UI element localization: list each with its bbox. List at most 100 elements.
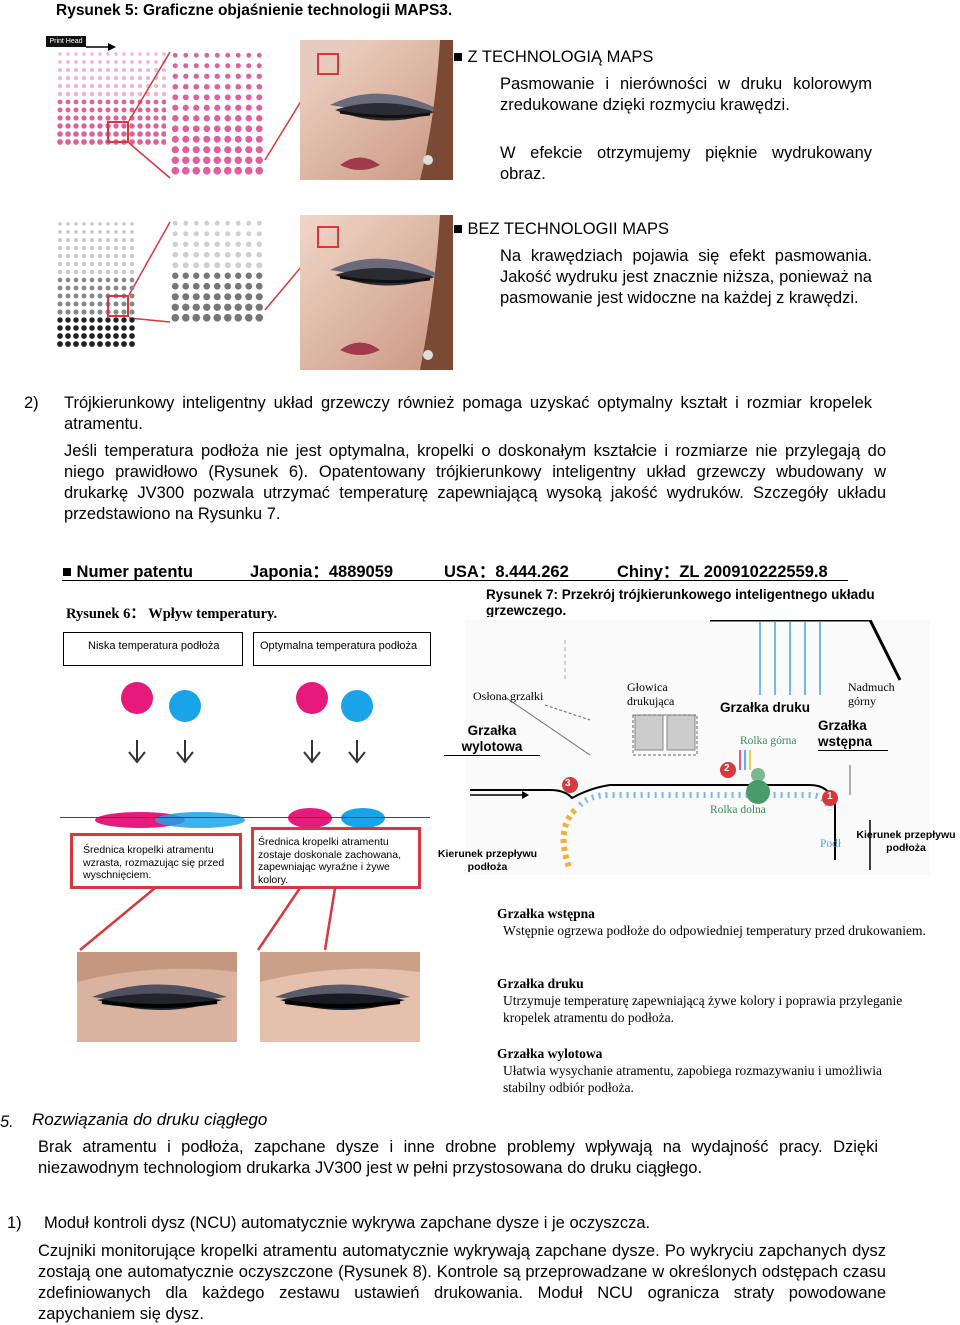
- pattern-dot: [172, 241, 178, 247]
- pattern-dot: [121, 131, 127, 137]
- pattern-dot: [255, 293, 263, 301]
- pattern-dot: [214, 251, 221, 258]
- pattern-dot: [172, 231, 178, 237]
- pattern-dot: [121, 285, 127, 291]
- pattern-dot: [90, 238, 94, 242]
- pattern-dot: [81, 99, 87, 105]
- low-temp-desc: Średnica kropelki atramentu wzrasta, roz…: [70, 833, 242, 889]
- pattern-dot: [246, 52, 252, 58]
- pattern-dot: [224, 135, 232, 143]
- pattern-dot: [224, 125, 232, 133]
- pattern-dot: [192, 293, 200, 301]
- pattern-dot: [129, 269, 135, 275]
- pattern-dot: [121, 317, 127, 323]
- pattern-dot: [98, 222, 102, 226]
- pattern-dot: [129, 107, 135, 113]
- pattern-dot: [97, 99, 103, 105]
- pattern-dot: [121, 253, 127, 259]
- pattern-dot: [57, 107, 63, 113]
- pattern-dot: [172, 83, 179, 90]
- pattern-dot: [129, 253, 135, 259]
- pattern-dot: [81, 333, 87, 339]
- badge-1: 1: [827, 791, 833, 802]
- pattern-dot: [73, 333, 79, 339]
- pattern-dot: [129, 301, 135, 307]
- label-top-blow: Nadmuch górny: [848, 680, 895, 708]
- pattern-dot: [121, 83, 127, 89]
- pattern-dot: [154, 68, 158, 72]
- pattern-dot: [105, 83, 111, 89]
- pattern-dot: [137, 123, 143, 129]
- face-photo-with-maps: [300, 40, 453, 180]
- pattern-dot: [65, 317, 71, 323]
- pattern-dot: [129, 261, 135, 267]
- pattern-dot: [172, 272, 179, 279]
- pattern-dot: [58, 60, 62, 64]
- pattern-dot: [82, 68, 86, 72]
- pattern-dot: [256, 251, 263, 258]
- pattern-dot: [106, 60, 110, 64]
- pattern-dot: [234, 166, 243, 175]
- pattern-dot: [138, 68, 142, 72]
- pattern-dot: [57, 277, 63, 283]
- pattern-dot: [235, 262, 242, 269]
- pattern-dot: [225, 220, 231, 226]
- pattern-dot: [97, 91, 103, 97]
- pattern-dot: [113, 91, 119, 97]
- pattern-dot: [81, 325, 87, 331]
- pattern-dot: [114, 60, 118, 64]
- pattern-dot: [73, 107, 79, 113]
- with-maps-result: W efekcie otrzymujemy pięknie wydrukowan…: [500, 144, 872, 183]
- zoom-marker: [107, 121, 129, 143]
- pattern-dot: [113, 285, 119, 291]
- pattern-dot: [255, 125, 263, 133]
- pattern-dot: [172, 251, 179, 258]
- pattern-dot: [245, 303, 253, 311]
- label-pre-heater: Grzałka wstępna: [818, 718, 888, 751]
- pattern-dot: [129, 99, 135, 105]
- pattern-dot: [73, 277, 79, 283]
- pattern-dot: [182, 125, 190, 133]
- pattern-dot: [58, 222, 62, 226]
- pattern-dot: [105, 99, 111, 105]
- print-head-label: Print Head: [46, 36, 86, 47]
- pattern-dot: [153, 107, 159, 113]
- pattern-dot: [57, 253, 63, 259]
- pattern-dot: [129, 341, 135, 347]
- pattern-dot: [73, 83, 79, 89]
- pattern-dot: [90, 222, 94, 226]
- pattern-dot: [203, 135, 211, 143]
- pattern-dot: [255, 313, 264, 322]
- callout-pointer-lines: [79, 887, 337, 951]
- pattern-dot: [82, 222, 86, 226]
- pattern-dot: [89, 285, 95, 291]
- pattern-dot: [97, 309, 103, 315]
- pattern-dot: [235, 272, 242, 279]
- pattern-dot: [234, 146, 242, 154]
- heating-system-diagram: [465, 620, 930, 875]
- pattern-dot: [65, 91, 71, 97]
- pattern-dot: [105, 261, 111, 267]
- pattern-dot: [89, 325, 95, 331]
- kept-magenta: [288, 808, 332, 828]
- label-print-heater: Grzałka druku: [720, 700, 811, 715]
- pattern-dot: [58, 68, 62, 72]
- pattern-dot: [73, 293, 79, 299]
- pattern-dot: [57, 91, 63, 97]
- pattern-dot: [256, 220, 262, 226]
- pattern-dot: [81, 115, 87, 121]
- pattern-dot: [89, 83, 95, 89]
- pattern-dot: [121, 245, 127, 251]
- pattern-dot: [81, 91, 87, 97]
- pattern-dot: [57, 123, 63, 129]
- pattern-dot: [129, 83, 135, 89]
- pattern-dot: [245, 251, 252, 258]
- pattern-dot: [146, 52, 150, 56]
- pattern-dot: [183, 52, 189, 58]
- pattern-dot: [172, 220, 178, 226]
- pattern-dot: [89, 123, 95, 129]
- pattern-dot: [256, 231, 262, 237]
- pattern-dot: [121, 277, 127, 283]
- pattern-dot: [224, 293, 232, 301]
- pattern-dot: [193, 83, 200, 90]
